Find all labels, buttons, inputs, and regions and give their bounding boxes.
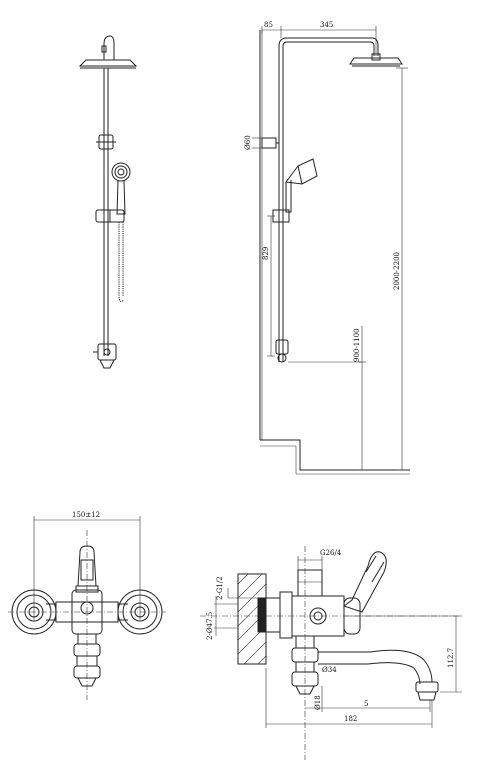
dim-connection: G26/4 [320, 549, 342, 557]
floor-line [260, 439, 410, 471]
mixer-body-side [291, 595, 345, 637]
dim-body-diameter: 2-Ø47.5 [206, 612, 214, 640]
lever-handle-front [77, 545, 97, 587]
hand-shower-head [111, 162, 131, 182]
dim-overall-reach: 182 [344, 715, 357, 723]
dim-wall-offset: 85 [264, 21, 273, 29]
mixer-front-view: 150±12 [8, 511, 166, 700]
dim-outlet-diameter: Ø18 [314, 695, 322, 710]
dim-spout-reach: 5 [364, 700, 368, 708]
shower-front-view [78, 35, 138, 369]
dim-total-height: 2000-2200 [393, 252, 401, 290]
dim-mixer-height: 900-1100 [353, 328, 361, 362]
lower-connector [97, 343, 117, 361]
dim-bar-length: 829 [262, 247, 270, 260]
dim-arm-length: 345 [320, 21, 333, 29]
shower-hose [118, 222, 125, 302]
rain-head-front [78, 59, 138, 67]
side-lower-connector [275, 339, 289, 355]
rain-head-side [349, 57, 403, 65]
top-connection [297, 569, 323, 597]
thread-insert [257, 597, 267, 633]
dim-side-mark: Ø60 [244, 135, 252, 150]
dim-thread: 2-G1/2 [216, 576, 224, 600]
dim-centers: 150±12 [72, 511, 100, 519]
hand-shower-side [285, 158, 318, 185]
shower-side-view: 85 345 Ø60 2000-2200 829 900-1100 [244, 21, 410, 475]
lever-handle-side [342, 551, 387, 613]
side-upper-bracket [261, 137, 277, 149]
dim-spout-height: 112.7 [447, 648, 455, 668]
mixer-side-view: G26/4 2-G1/2 2-Ø47.5 Ø34 Ø18 5 182 112.7 [200, 546, 462, 760]
curved-spout [318, 649, 433, 683]
mixer-body [55, 601, 119, 623]
dim-spout-diameter: Ø34 [322, 666, 337, 674]
